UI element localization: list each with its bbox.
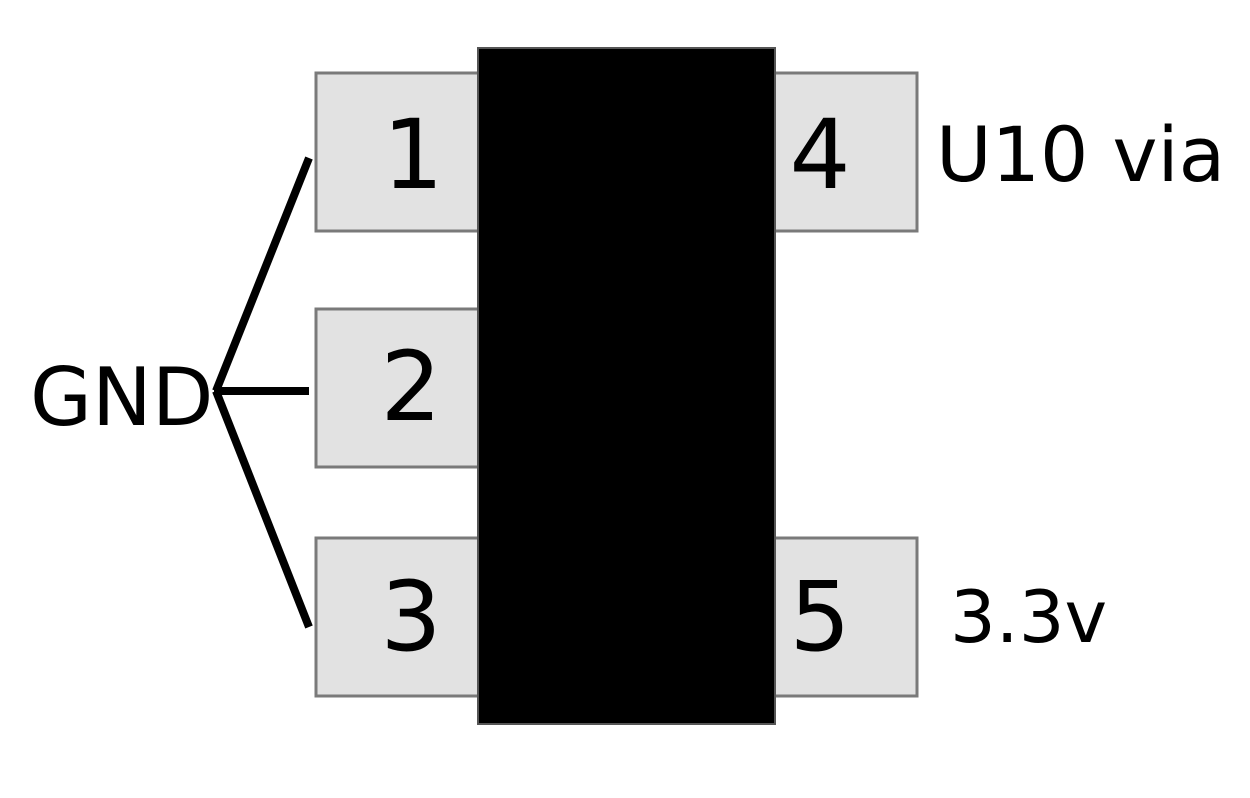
pin-1: 1 [314, 71, 488, 233]
gnd-label: GND [30, 351, 213, 444]
pin-4-number: 4 [789, 99, 850, 211]
pin-4: 4 [764, 71, 919, 233]
pin-4-net-label: U10 via [936, 110, 1225, 199]
pin-2: 2 [314, 307, 488, 469]
pin-3-pad [314, 536, 488, 698]
gnd-wire-pin-1 [212, 156, 313, 393]
chip-body [477, 47, 776, 725]
gnd-wires [212, 156, 313, 629]
pin-3-number: 3 [380, 561, 441, 673]
pin-1-pad [314, 71, 488, 233]
pin-5: 5 [764, 536, 919, 698]
gnd-wire-pin-3 [212, 389, 313, 629]
pin-2-number: 2 [380, 331, 441, 443]
pin-1-number: 1 [382, 99, 443, 211]
pin-5-pad [764, 536, 919, 698]
pin-4-pad [764, 71, 919, 233]
pin-5-net-label: 3.3v [950, 575, 1107, 659]
pin-3: 3 [314, 536, 488, 698]
pin-5-number: 5 [789, 561, 850, 673]
pin-2-pad [314, 307, 488, 469]
